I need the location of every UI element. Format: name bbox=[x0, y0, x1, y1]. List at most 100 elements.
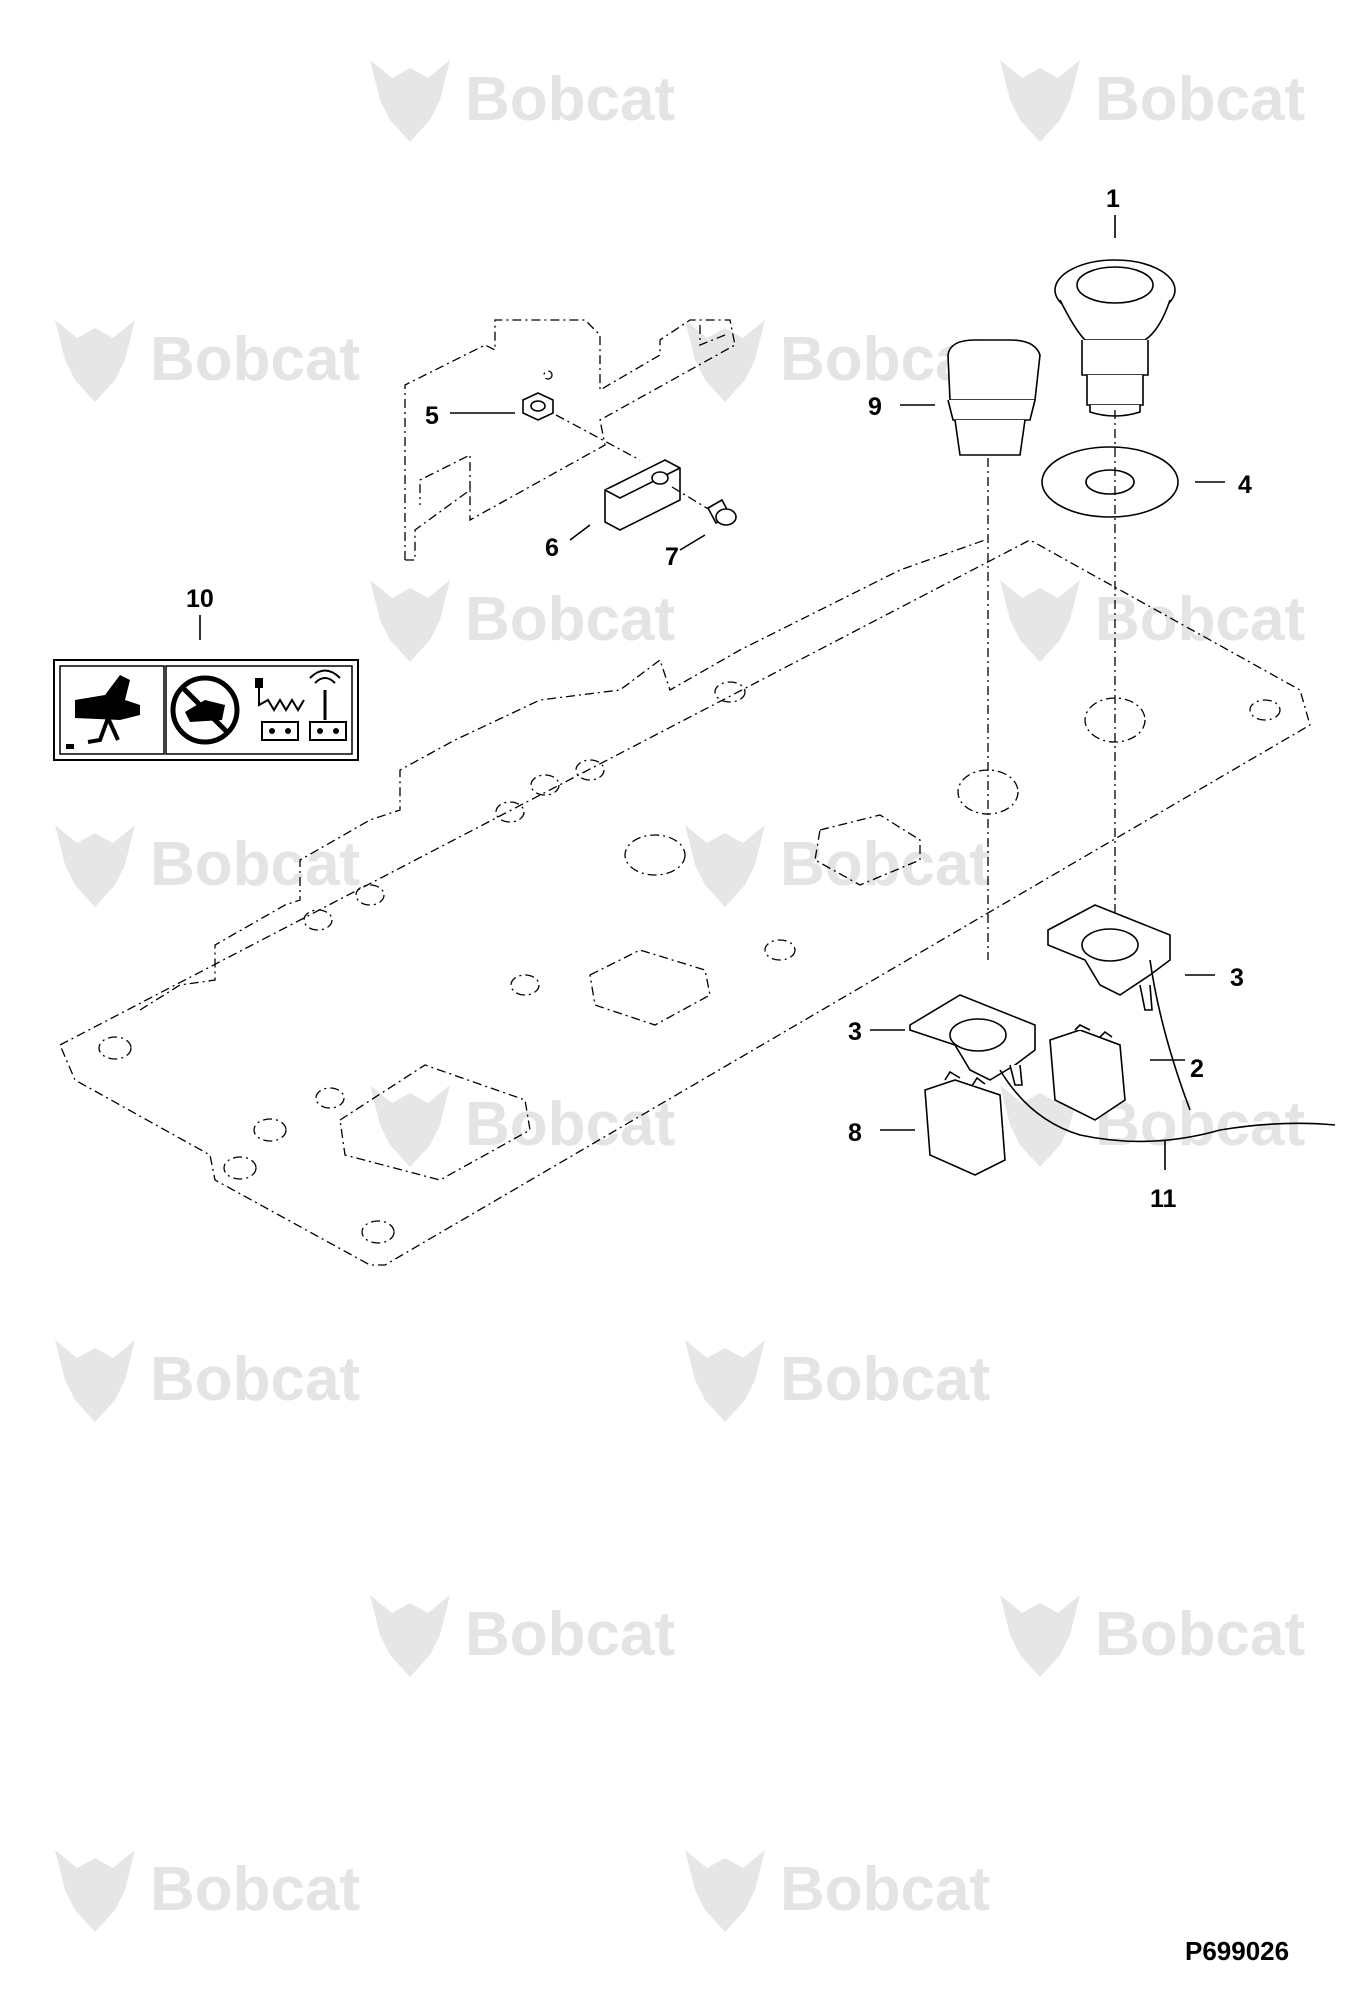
panel-plate bbox=[59, 539, 1311, 1266]
knob-body-lower bbox=[1086, 375, 1144, 406]
watermark-10: Bobcat bbox=[1000, 1085, 1305, 1167]
watermark-2: Bobcat bbox=[1000, 60, 1305, 142]
bobcat-logo-icon bbox=[1000, 1085, 1080, 1167]
part-4-washer bbox=[1041, 446, 1179, 518]
leader-6 bbox=[569, 524, 591, 541]
leader-lines bbox=[199, 215, 1225, 1170]
bracket bbox=[404, 319, 736, 561]
watermark-text: Bobcat bbox=[150, 325, 360, 394]
watermark-text: Bobcat bbox=[1095, 1600, 1305, 1669]
cap-band bbox=[947, 399, 1036, 421]
callout-6: 6 bbox=[545, 534, 559, 562]
part-9-cap bbox=[947, 339, 1041, 456]
panel-plate-outline bbox=[59, 539, 1311, 1266]
part-2-contact-block bbox=[1049, 1024, 1126, 1121]
watermark-8: Bobcat bbox=[685, 825, 990, 907]
watermark-12: Bobcat bbox=[685, 1340, 990, 1422]
bobcat-logo-icon bbox=[685, 1340, 765, 1422]
watermark-text: Bobcat bbox=[780, 1345, 990, 1414]
panel-hole bbox=[303, 909, 333, 931]
holder-bore bbox=[949, 1018, 1007, 1052]
bracket-outline bbox=[404, 319, 736, 561]
part-1-knob bbox=[1054, 259, 1176, 417]
panel-hole bbox=[223, 1156, 257, 1180]
watermark-text: Bobcat bbox=[465, 1600, 675, 1669]
watermark-text: Bobcat bbox=[150, 1345, 360, 1414]
nut-bore bbox=[530, 400, 546, 412]
assembly-line bbox=[555, 414, 641, 461]
callout-7: 7 bbox=[665, 543, 679, 571]
watermark-14: Bobcat bbox=[1000, 1595, 1305, 1677]
panel-plate-edge bbox=[139, 539, 986, 1011]
contact-body bbox=[924, 1079, 1006, 1176]
watermark-layer: Bobcat Bobcat Bobcat Bobcat Bobcat Bobca… bbox=[55, 60, 1305, 1932]
part-3-holder-left bbox=[909, 994, 1036, 1086]
watermark-7: Bobcat bbox=[55, 825, 360, 907]
knob-skirt bbox=[1059, 299, 1171, 341]
bobcat-logo-icon bbox=[370, 580, 450, 662]
watermark-text: Bobcat bbox=[1095, 585, 1305, 654]
callout-3-left: 3 bbox=[848, 1018, 862, 1046]
watermark-text: Bobcat bbox=[465, 585, 675, 654]
callout-5: 5 bbox=[425, 402, 439, 430]
panel-hole-large bbox=[624, 834, 686, 876]
panel-hole bbox=[714, 681, 746, 703]
bracket-tab bbox=[699, 325, 726, 346]
panel-hole bbox=[355, 884, 385, 906]
bobcat-logo-icon bbox=[55, 1340, 135, 1422]
bobcat-logo-icon bbox=[685, 1850, 765, 1932]
callout-11: 11 bbox=[1150, 1185, 1177, 1213]
callout-3-right: 3 bbox=[1230, 964, 1244, 992]
knob-body bbox=[1081, 340, 1149, 376]
figure-id: P699026 bbox=[1185, 1936, 1289, 1966]
watermark-text: Bobcat bbox=[780, 1855, 990, 1924]
callout-10: 10 bbox=[186, 585, 214, 613]
bobcat-logo-icon bbox=[55, 1850, 135, 1932]
bobcat-logo-icon bbox=[370, 60, 450, 142]
holder-bore bbox=[1081, 928, 1139, 962]
bobcat-logo-icon bbox=[55, 825, 135, 907]
watermark-text: Bobcat bbox=[150, 1855, 360, 1924]
leader-7 bbox=[679, 534, 706, 551]
watermark-3: Bobcat bbox=[55, 320, 360, 402]
panel-cutout bbox=[339, 1064, 531, 1181]
bobcat-logo-icon bbox=[685, 825, 765, 907]
watermark-text: Bobcat bbox=[150, 830, 360, 899]
watermark-16: Bobcat bbox=[685, 1850, 990, 1932]
part-3-holder-right bbox=[1047, 904, 1171, 1011]
bobcat-logo-icon bbox=[1000, 1595, 1080, 1677]
watermark-text: Bobcat bbox=[780, 830, 990, 899]
assembly-line bbox=[671, 486, 711, 511]
part-8-contact-block bbox=[924, 1070, 1006, 1176]
watermark-5: Bobcat bbox=[370, 580, 675, 662]
washer-inner bbox=[1085, 469, 1135, 495]
panel-hole bbox=[253, 1118, 287, 1142]
watermark-6: Bobcat bbox=[1000, 580, 1305, 662]
watermark-text: Bobcat bbox=[1095, 65, 1305, 134]
callout-8: 8 bbox=[848, 1119, 862, 1147]
panel-hole bbox=[764, 939, 796, 961]
panel-hole bbox=[315, 1087, 345, 1109]
bracket-tab bbox=[419, 453, 471, 505]
panel-hole bbox=[510, 974, 540, 996]
panel-hole bbox=[575, 759, 605, 781]
antenna-icon bbox=[309, 669, 347, 741]
part-11-wire bbox=[999, 1069, 1336, 1143]
panel-cutout bbox=[589, 949, 711, 1026]
panel-cutout bbox=[814, 814, 921, 886]
watermark-11: Bobcat bbox=[55, 1340, 360, 1422]
callout-labels: 1 2 3 3 4 5 6 7 8 9 10 11 bbox=[186, 185, 1252, 1213]
panel-hole bbox=[495, 801, 525, 823]
no-hand-prohibition-icon bbox=[170, 675, 240, 745]
knob-face bbox=[1076, 266, 1154, 304]
callout-9: 9 bbox=[868, 393, 882, 421]
panel-hole bbox=[361, 1220, 395, 1244]
holder-screw bbox=[1139, 984, 1153, 1011]
watermark-4: Bobcat bbox=[685, 320, 990, 402]
cap-top bbox=[947, 339, 1041, 401]
bobcat-logo-icon bbox=[370, 1085, 450, 1167]
clip-hole bbox=[651, 471, 669, 485]
watermark-text: Bobcat bbox=[465, 1090, 675, 1159]
screw-head bbox=[715, 508, 737, 526]
